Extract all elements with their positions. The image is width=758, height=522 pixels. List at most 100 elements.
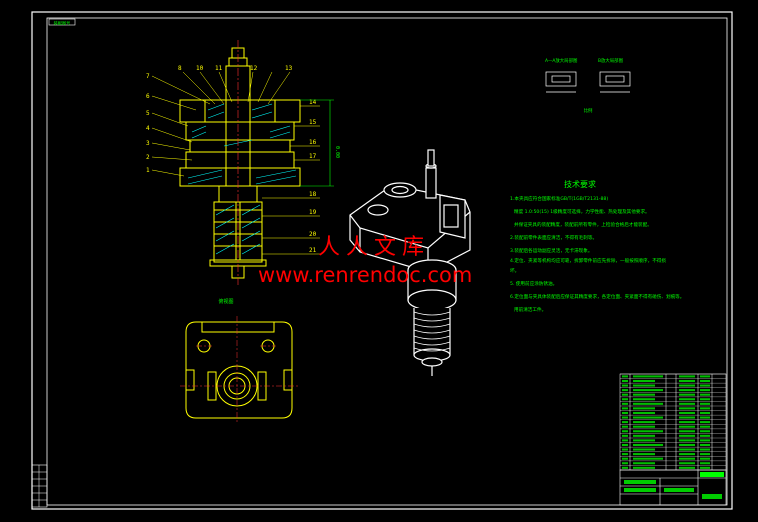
vertical-dimension xyxy=(300,99,334,187)
parts-list-rows xyxy=(620,373,726,469)
parts-cell-text xyxy=(633,439,655,442)
callout-labels-left: 7 6 5 4 3 2 1 xyxy=(146,73,150,174)
parts-cell-text xyxy=(622,425,628,428)
callout-1: 1 xyxy=(146,167,150,174)
parts-cell-text xyxy=(679,443,695,446)
tech-line-6: 4.定位、夹紧等机构均应可靠，拆卸零件前应先拆除，一般按照顺序，不得损 xyxy=(510,257,666,264)
inner-border xyxy=(46,17,728,506)
parts-cell-text xyxy=(633,402,663,405)
parts-cell-text xyxy=(633,448,655,451)
callout-20: 20 xyxy=(309,231,317,238)
callout-14: 14 xyxy=(309,99,317,106)
parts-cell-text xyxy=(622,393,628,396)
parts-cell-text xyxy=(679,466,695,469)
outer-border xyxy=(31,11,733,510)
parts-cell-text xyxy=(700,384,710,387)
parts-cell-text xyxy=(622,389,628,392)
detail-label-a: A—A放大局部图 xyxy=(545,57,578,64)
tech-line-1: 1.本夹具应符合国家标准GB/T(1GB/T2131-88) xyxy=(510,195,608,202)
parts-cell-text xyxy=(622,466,628,469)
callout-16: 16 xyxy=(309,139,317,146)
watermark-cn: 人人文库 xyxy=(318,235,430,260)
callout-15: 15 xyxy=(309,119,317,126)
parts-cell-text xyxy=(679,379,695,382)
parts-cell-text xyxy=(622,402,628,405)
callout-4: 4 xyxy=(146,125,150,132)
parts-cell-text xyxy=(622,421,628,424)
isometric-spring-coils xyxy=(413,311,451,352)
tech-line-5: 3.装配后各运动副应灵活，无卡滞现象。 xyxy=(510,247,592,254)
parts-cell-text xyxy=(633,411,655,414)
parts-cell-text xyxy=(679,384,695,387)
corner-tag-text: 装配图号 xyxy=(54,20,71,27)
parts-cell-text xyxy=(633,443,663,446)
callout-12: 12 xyxy=(250,65,258,72)
callout-8: 8 xyxy=(178,65,182,72)
parts-cell-text xyxy=(679,448,695,451)
parts-cell-text xyxy=(679,393,695,396)
callout-19: 19 xyxy=(309,209,317,216)
parts-cell-text xyxy=(679,416,695,419)
parts-cell-text xyxy=(679,430,695,433)
parts-cell-text xyxy=(700,393,710,396)
parts-cell-text xyxy=(679,375,695,378)
tech-line-4: 2.装配前零件表面应清洁，不得有毛刺等。 xyxy=(510,234,597,241)
callout-leaders-right xyxy=(262,105,320,255)
parts-cell-text xyxy=(633,379,655,382)
parts-cell-text xyxy=(633,393,655,396)
parts-cell-text xyxy=(700,411,710,414)
callout-13: 13 xyxy=(285,65,293,72)
parts-cell-text xyxy=(700,453,710,456)
parts-cell-text xyxy=(633,434,655,437)
tech-line-8: 5. 使用前应涂防锈油。 xyxy=(510,280,557,287)
parts-cell-text xyxy=(679,389,695,392)
parts-cell-text xyxy=(679,411,695,414)
tech-line-2: 精度 1.0:50(15) 1级精度可选择，力学性能、热处理及其他要求。 xyxy=(514,208,650,215)
parts-cell-text xyxy=(622,462,628,465)
parts-cell-text xyxy=(700,443,710,446)
parts-cell-text xyxy=(700,430,710,433)
parts-cell-text xyxy=(700,379,710,382)
parts-cell-text xyxy=(679,439,695,442)
parts-cell-text xyxy=(679,421,695,424)
parts-cell-text xyxy=(633,421,655,424)
parts-cell-text xyxy=(622,411,628,414)
callout-21: 21 xyxy=(309,247,317,254)
title-block xyxy=(619,469,727,506)
parts-cell-text xyxy=(700,398,710,401)
parts-cell-text xyxy=(700,375,710,378)
parts-cell-text xyxy=(700,448,710,451)
callout-2: 2 xyxy=(146,154,150,161)
callout-18: 18 xyxy=(309,191,317,198)
detail-label-b: B放大局部图 xyxy=(598,57,624,64)
parts-cell-text xyxy=(700,439,710,442)
parts-cell-text xyxy=(700,421,710,424)
left-revision-strip xyxy=(31,464,48,508)
dimension-value: 0.00 xyxy=(334,146,340,158)
parts-cell-text xyxy=(633,425,655,428)
parts-cell-text xyxy=(679,398,695,401)
parts-cell-text xyxy=(633,462,655,465)
parts-cell-text xyxy=(622,453,628,456)
parts-cell-text xyxy=(622,375,628,378)
parts-cell-text xyxy=(700,407,710,410)
callout-labels-top: 8 10 11 12 13 xyxy=(178,65,293,72)
callout-17: 17 xyxy=(309,153,317,160)
callout-3: 3 xyxy=(146,140,150,147)
parts-cell-text xyxy=(622,448,628,451)
parts-cell-text xyxy=(633,407,655,410)
callout-5: 5 xyxy=(146,110,150,117)
parts-cell-text xyxy=(622,443,628,446)
tech-requirements-title: 技术要求 xyxy=(564,179,596,189)
parts-cell-text xyxy=(633,453,655,456)
parts-cell-text xyxy=(700,389,710,392)
parts-cell-text xyxy=(700,425,710,428)
parts-cell-text xyxy=(633,375,663,378)
front-section-view xyxy=(179,47,301,279)
parts-cell-text xyxy=(700,466,710,469)
parts-cell-text xyxy=(679,462,695,465)
parts-cell-text xyxy=(633,466,655,469)
callout-leaders-top xyxy=(182,71,291,105)
parts-cell-text xyxy=(679,453,695,456)
parts-cell-text xyxy=(700,434,710,437)
